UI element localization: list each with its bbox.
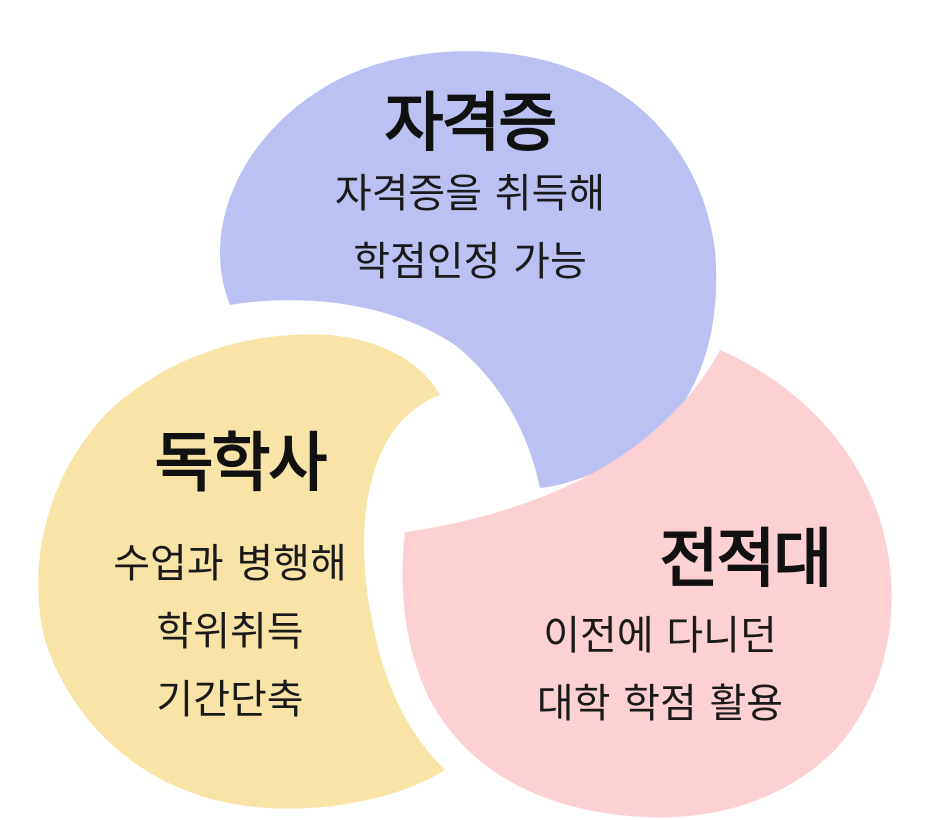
segment-top-description: 자격증을 취득해 학점인정 가능	[270, 160, 670, 296]
segment-top-line-2: 학점인정 가능	[353, 239, 587, 285]
segment-left-line-3: 기간단축	[156, 677, 304, 723]
segment-right-shape	[402, 350, 892, 818]
segment-top-title: 자격증	[384, 87, 558, 161]
segment-left-description: 수업과 병행해 학위취득 기간단축	[60, 530, 400, 734]
segment-left-title: 독학사	[154, 427, 328, 501]
segment-top-shape	[220, 51, 717, 489]
segment-right-title: 전적대	[659, 523, 833, 597]
segment-left-line-2: 학위취득	[156, 609, 304, 655]
segment-right-line-2: 대학 학점 활용	[536, 681, 784, 727]
segment-right-line-1: 이전에 다니던	[543, 613, 777, 659]
segment-top-line-1: 자격증을 취득해	[334, 171, 606, 217]
segment-right-description: 이전에 다니던 대학 학점 활용	[470, 602, 850, 738]
segment-left-shape	[38, 334, 446, 809]
segment-left-line-1: 수업과 병행해	[113, 541, 347, 587]
